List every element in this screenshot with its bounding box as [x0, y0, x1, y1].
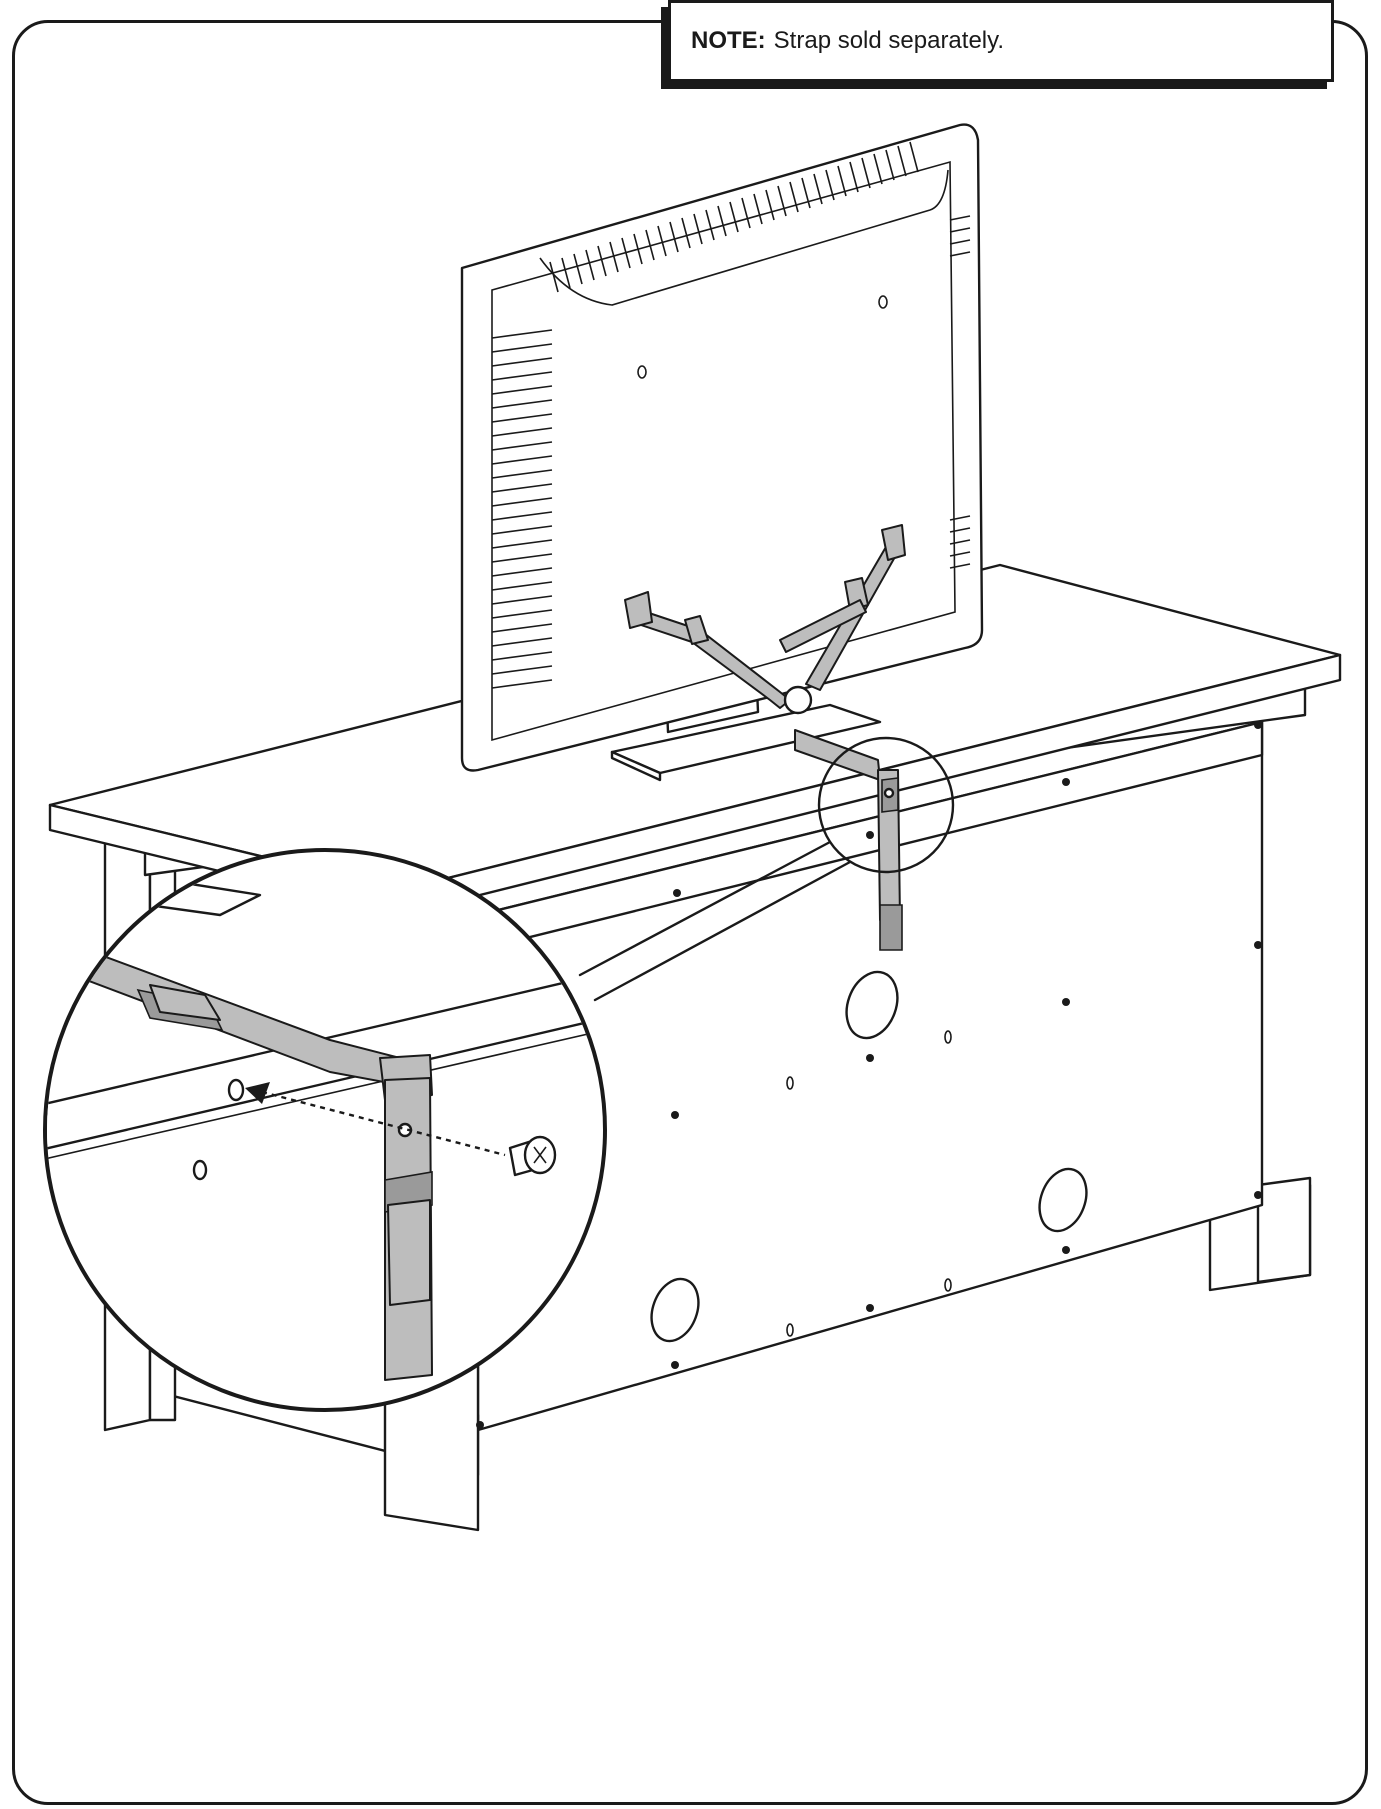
note-text: Strap sold separately. — [773, 27, 1005, 54]
note-box: NOTE: Strap sold separately. — [668, 0, 1334, 82]
arrow-icon — [245, 1082, 270, 1104]
magnifier-target-icon — [817, 736, 955, 874]
screw-icon — [508, 1135, 557, 1177]
magnifier-callout-icon — [43, 848, 607, 1412]
strap-icon — [624, 524, 906, 951]
note-label: NOTE: — [691, 27, 766, 54]
